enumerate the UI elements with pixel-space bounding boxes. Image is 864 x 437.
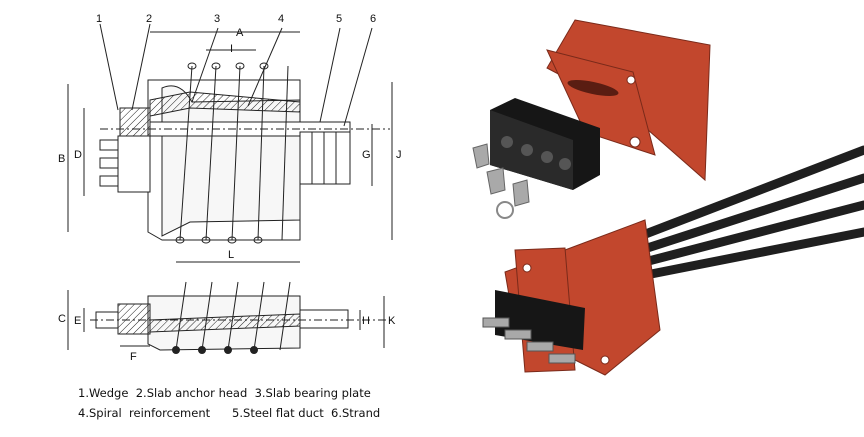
spiral-coils-bottom <box>172 281 291 354</box>
dim-label-b: B <box>58 153 65 165</box>
part-number-5: 5 <box>336 13 342 25</box>
wedge-pieces <box>472 143 530 219</box>
top-bearing-plate-casting <box>546 19 711 182</box>
strand-ends <box>482 317 576 364</box>
dim-label-j: J <box>396 149 402 161</box>
dim-label-c: C <box>58 313 66 325</box>
anchor-head-hatch <box>119 107 151 139</box>
anchor-technical-drawing: 1 2 3 4 5 6 A B C D E F G H I J K L <box>58 13 402 363</box>
dim-label-i: I <box>230 43 233 55</box>
part-number-labels: 1 2 3 4 5 6 <box>96 13 376 25</box>
dim-label-e: E <box>74 315 81 327</box>
assembled-anchor-casting <box>495 219 661 376</box>
part-number-2: 2 <box>146 13 152 25</box>
strand-bundle <box>625 145 864 281</box>
dim-label-g: G <box>362 149 371 161</box>
part-number-6: 6 <box>370 13 376 25</box>
legend-line-2: 4.Spiral reinforcement 5.Steel flat duct… <box>78 406 381 420</box>
part-number-1: 1 <box>96 13 102 25</box>
dim-label-f: F <box>130 351 137 363</box>
dimension-labels: A B C D E F G H I J K L <box>58 27 402 363</box>
part-number-3: 3 <box>214 13 220 25</box>
dim-label-a: A <box>236 27 244 39</box>
bottom-section-view <box>67 281 392 354</box>
dim-label-h: H <box>362 315 370 327</box>
legend-line-1: 1.Wedge 2.Slab anchor head 3.Slab bearin… <box>78 386 371 400</box>
anchor-head-block <box>490 98 600 190</box>
spiral-coils-top <box>175 62 289 244</box>
part-number-4: 4 <box>278 13 284 25</box>
dim-label-k: K <box>388 315 396 327</box>
bottom-head-hatch <box>117 303 151 335</box>
dim-label-l: L <box>228 249 234 261</box>
product-photo <box>472 19 864 376</box>
top-section-view <box>67 23 393 263</box>
dim-label-d: D <box>74 149 82 161</box>
